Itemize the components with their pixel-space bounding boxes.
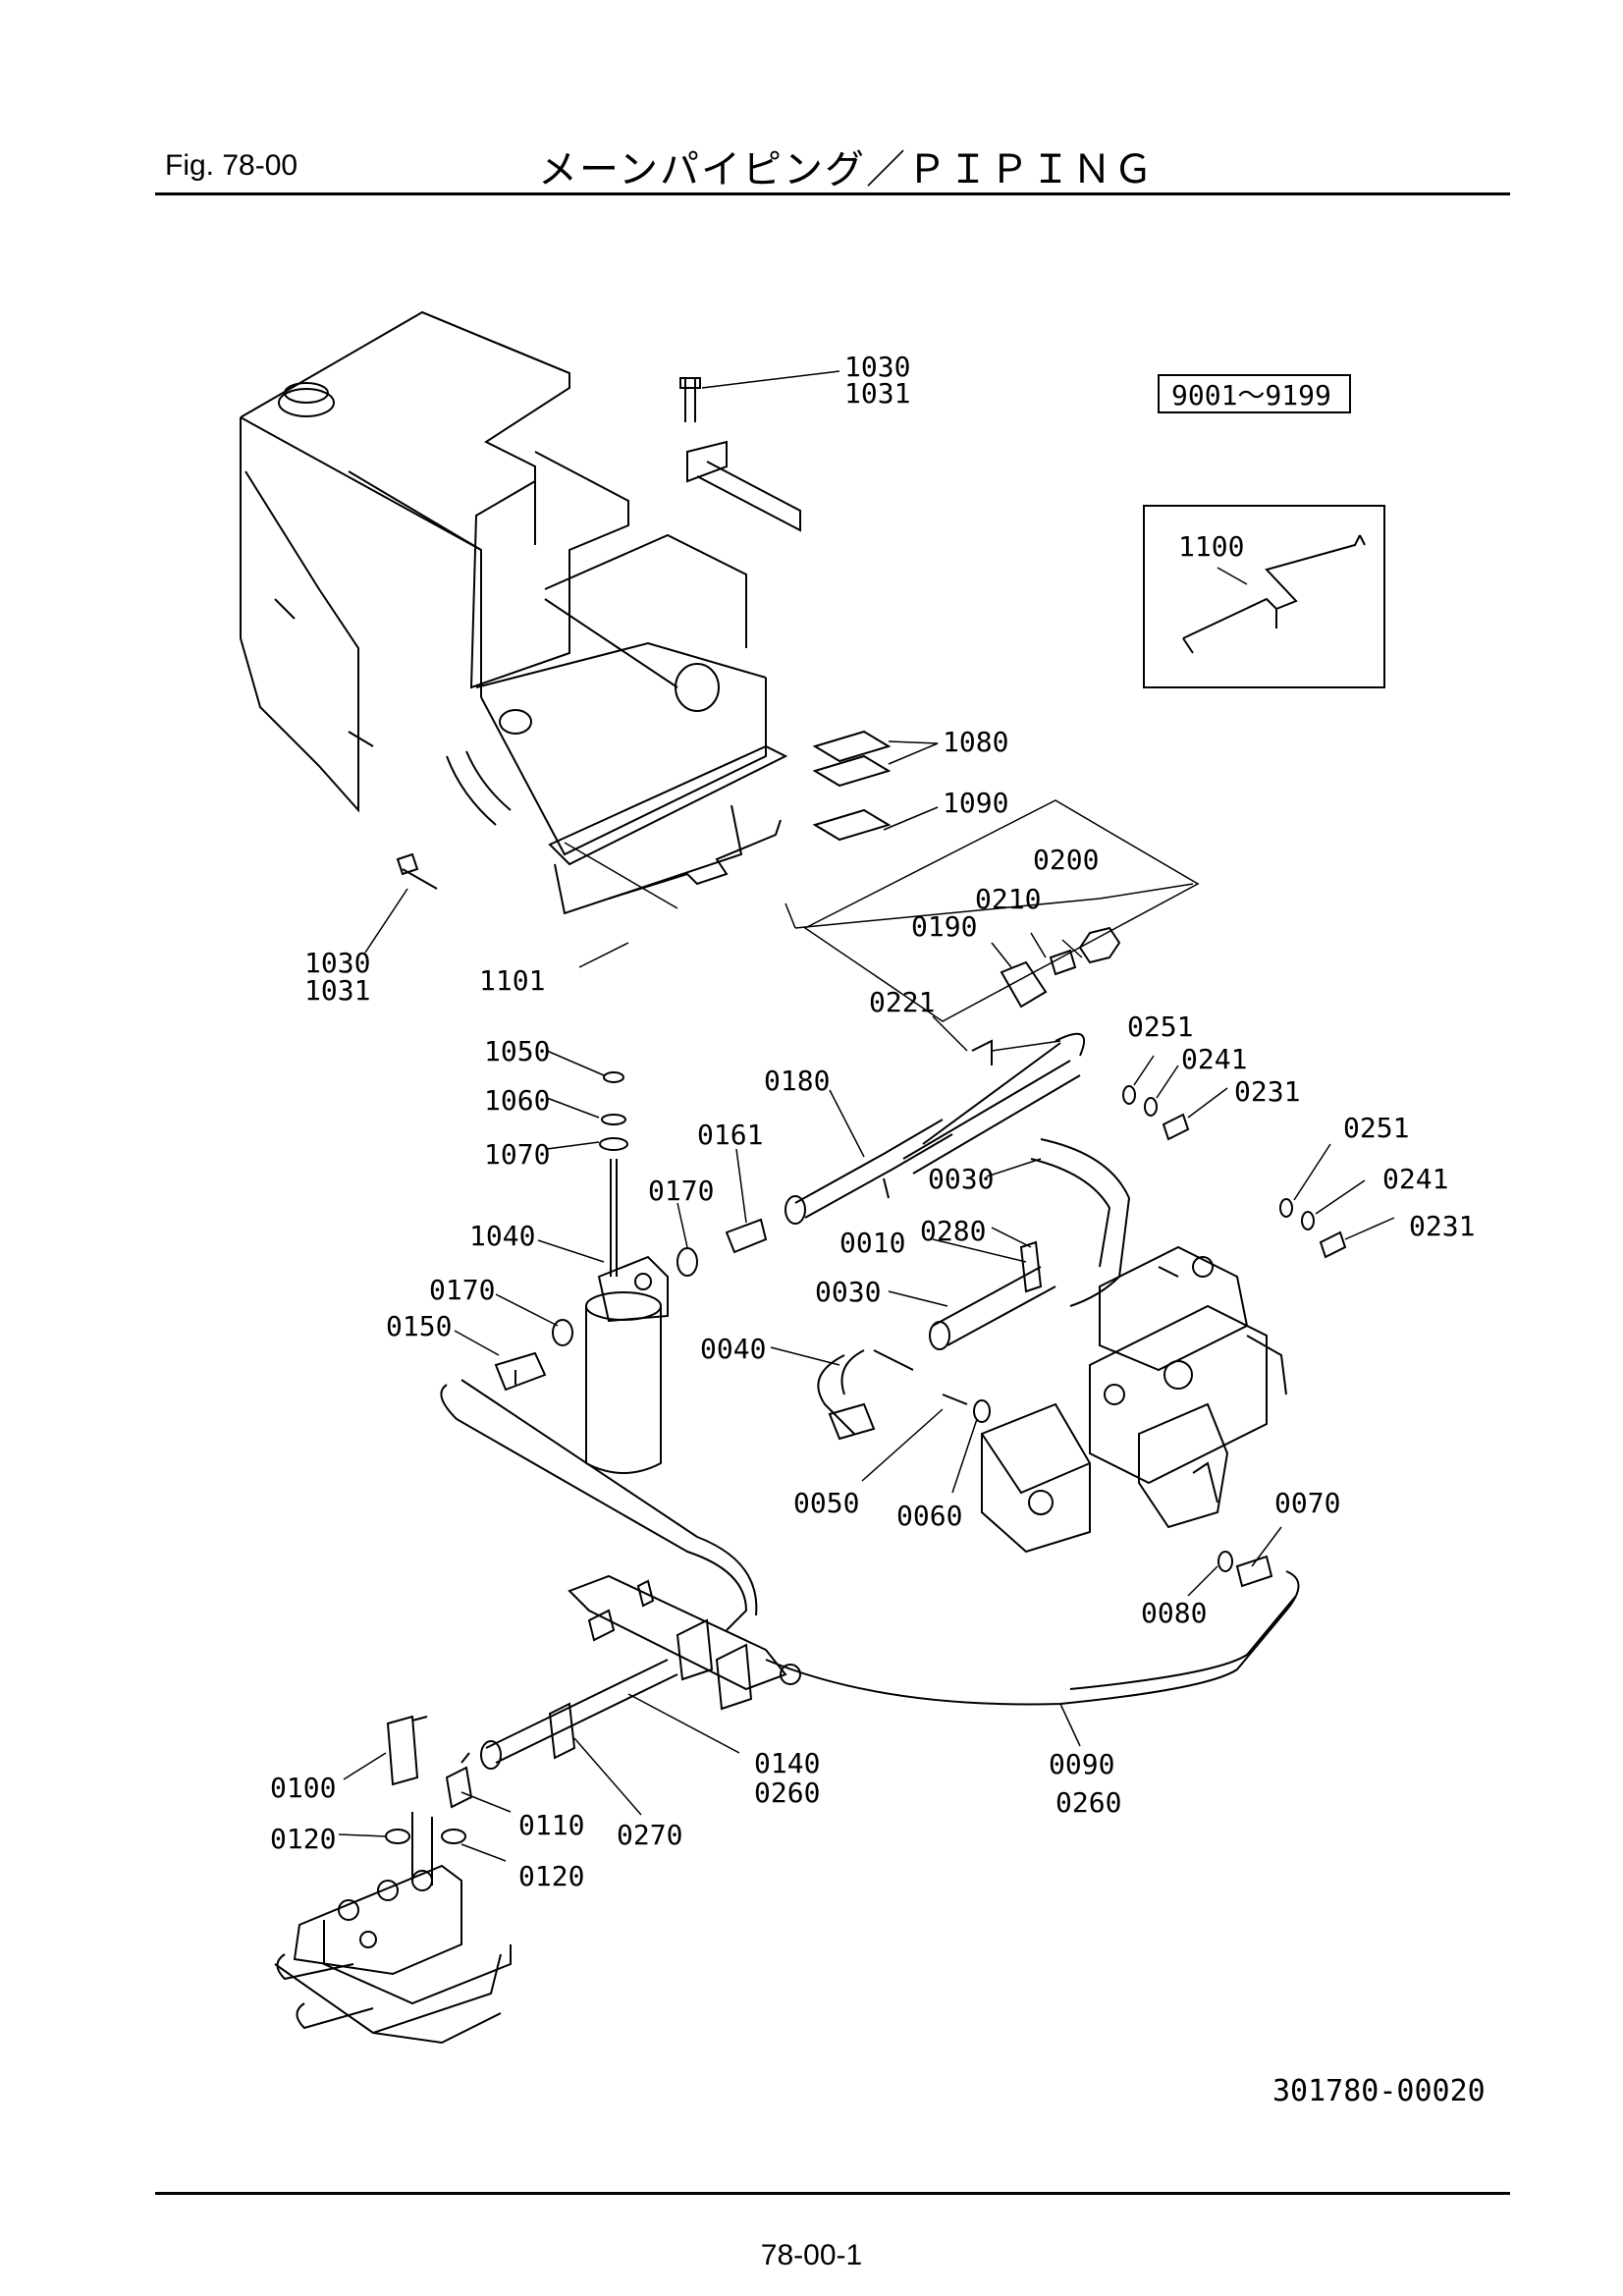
- pipe-0030: [1030, 1138, 1131, 1307]
- label-1030-bottom: 1030: [304, 947, 370, 979]
- line-filter: [585, 1071, 669, 1474]
- label-0190: 0190: [911, 910, 977, 943]
- hose-0150: [440, 1379, 758, 1631]
- label-0110: 0110: [518, 1809, 584, 1841]
- label-0161: 0161: [697, 1119, 763, 1151]
- nut-0200: [1078, 926, 1121, 964]
- label-0170-a: 0170: [648, 1175, 714, 1207]
- page-title: メーンパイピング／ＰＩＰＩＮＧ: [538, 147, 1155, 192]
- label-1031-bottom: 1031: [304, 974, 370, 1007]
- header-rule: [155, 192, 1510, 195]
- serial-range: 9001～9199: [1171, 379, 1331, 411]
- label-0080: 0080: [1141, 1597, 1207, 1629]
- label-0241-b: 0241: [1382, 1163, 1448, 1195]
- label-0030-a: 0030: [928, 1163, 994, 1195]
- hose-0090: [765, 1570, 1300, 1706]
- page-number: 78-00-1: [760, 2239, 863, 2271]
- fitting-0110: [445, 1752, 473, 1809]
- label-0231-b: 0231: [1409, 1210, 1475, 1242]
- label-0120-b: 0120: [518, 1860, 584, 1892]
- label-0120-a: 0120: [270, 1823, 336, 1855]
- pipe-0040: [817, 1349, 865, 1435]
- figure-number: Fig. 78-00: [165, 149, 298, 182]
- label-0100: 0100: [270, 1772, 336, 1804]
- label-0231-a: 0231: [1234, 1075, 1300, 1108]
- fitting-0100: [386, 1715, 428, 1786]
- bracket-1101: [608, 819, 782, 900]
- label-0180: 0180: [764, 1065, 830, 1097]
- hydraulic-pump: [981, 1245, 1287, 1554]
- pipe-0221: [902, 1042, 1081, 1175]
- label-0221: 0221: [869, 986, 935, 1018]
- serial-box: [1158, 374, 1351, 413]
- label-1031-top: 1031: [844, 377, 910, 410]
- label-1070: 1070: [484, 1138, 550, 1171]
- label-0270: 0270: [617, 1819, 682, 1851]
- label-0260-b: 0260: [1055, 1786, 1121, 1819]
- shims: [812, 730, 892, 842]
- label-0150: 0150: [386, 1310, 452, 1342]
- label-0060: 0060: [896, 1500, 962, 1532]
- label-0210: 0210: [975, 883, 1041, 915]
- label-0090: 0090: [1049, 1748, 1114, 1780]
- hydraulic-tank: [240, 310, 801, 915]
- bracket-1100: [1182, 534, 1361, 639]
- label-0070: 0070: [1274, 1487, 1340, 1519]
- control-valve: [274, 1812, 512, 2045]
- drawing-number: 301780-00020: [1272, 2074, 1486, 2108]
- label-0200: 0200: [1033, 844, 1099, 876]
- label-0050: 0050: [793, 1487, 859, 1519]
- footer-rule: [155, 2192, 1510, 2195]
- label-0010: 0010: [839, 1227, 905, 1259]
- label-0241-a: 0241: [1181, 1043, 1247, 1075]
- label-0170-b: 0170: [429, 1274, 495, 1306]
- label-1080: 1080: [943, 726, 1008, 758]
- detail-box: [1143, 505, 1385, 688]
- label-1090: 1090: [943, 787, 1008, 819]
- pipe-0140: [485, 1659, 678, 1764]
- label-1100: 1100: [1178, 530, 1244, 563]
- sleeve-0210: [1049, 949, 1077, 976]
- label-0030-b: 0030: [815, 1276, 881, 1308]
- label-0251-b: 0251: [1343, 1112, 1409, 1144]
- valve-manifold: [568, 1574, 801, 1711]
- label-1060: 1060: [484, 1084, 550, 1117]
- label-1101: 1101: [479, 964, 545, 997]
- hose-0180: [794, 1119, 953, 1219]
- label-0280: 0280: [920, 1215, 986, 1247]
- label-0040: 0040: [700, 1333, 766, 1365]
- label-0140: 0140: [754, 1747, 820, 1779]
- label-0251-a: 0251: [1127, 1011, 1193, 1043]
- bolt-1030-top: [679, 377, 701, 422]
- label-1040: 1040: [469, 1220, 535, 1252]
- pipe-0010: [932, 1266, 1056, 1346]
- label-1050: 1050: [484, 1035, 550, 1067]
- label-1030-top: 1030: [844, 351, 910, 383]
- bolt-1030-bottom: [396, 852, 438, 890]
- label-0260-a: 0260: [754, 1777, 820, 1809]
- elbow-0190: [1000, 960, 1048, 1009]
